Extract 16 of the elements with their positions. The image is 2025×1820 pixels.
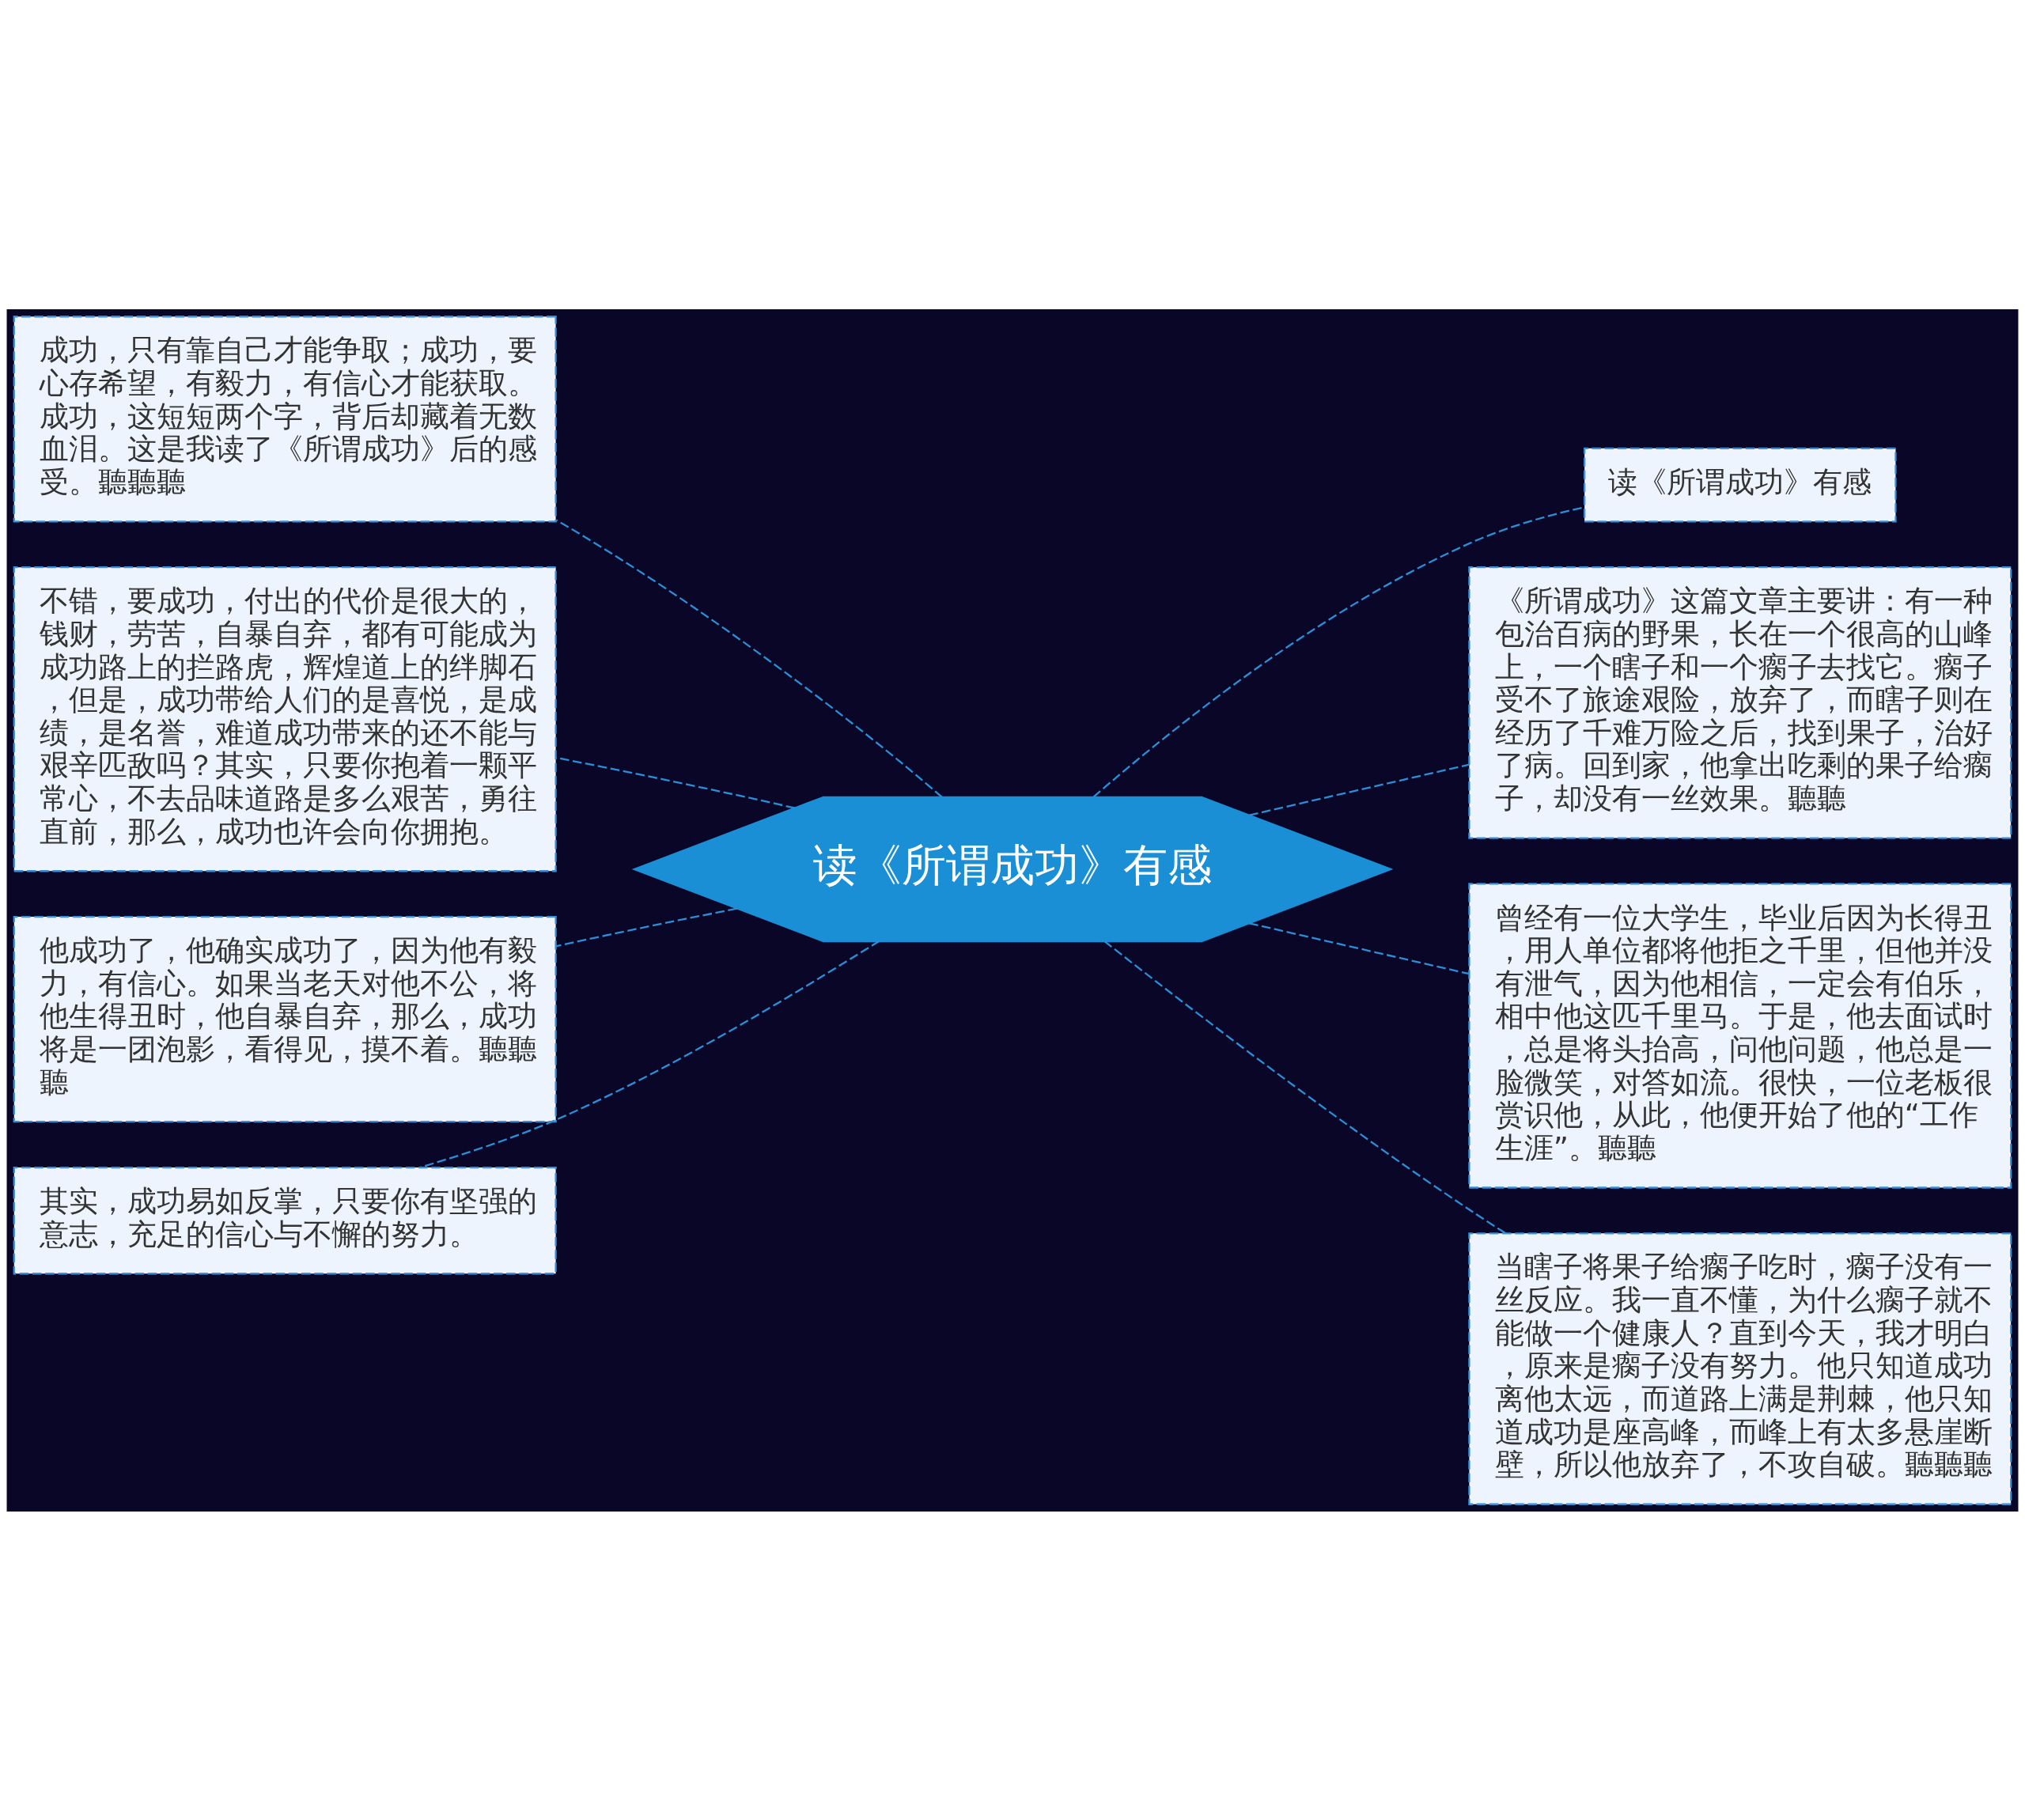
node-box: 当瞎子将果子给瘸子吃时，瘸子没有一丝反应。我一直不懂，为什么瘸子就不能做一个健康人？直到今天，我才明白，原来是瘸子没有努力。他只知道成功离他太远，而道路上满是荆棘，他只知道成功是座高峰，而峰上有太多悬崖断壁，所以他放弃了，不攻自破。聽聽聽 bbox=[1468, 1232, 2012, 1505]
connector bbox=[420, 940, 880, 1168]
node-box: 读《所谓成功》有感 bbox=[1584, 447, 1897, 523]
connector bbox=[1092, 505, 1584, 797]
node-box: 《所谓成功》这篇文章主要讲：有一种包治百病的野果，长在一个很高的山峰上，一个瞎子和一个瘸子去找它。瘸子受不了旅途艰险，放弃了，而瞎子则在经历了千难万险之后，找到果子，治好了病。回到家，他拿出吃剩的果子给瘸子，却没有一丝效果。聽聽 bbox=[1468, 566, 2012, 839]
connector bbox=[555, 519, 943, 798]
node-box: 其实，成功易如反掌，只要你有坚强的意志，充足的信心与不懈的努力。 bbox=[13, 1166, 557, 1274]
connector bbox=[555, 907, 737, 947]
node-box: 不错，要成功，付出的代价是很大的，钱财，劳苦，自暴自弃，都有可能成为成功路上的拦路虎，辉煌道上的绊脚石，但是，成功带给人们的是喜悦，是成绩，是名誉，难道成功带来的还不能与艰辛匹敌吗？其实，只要你抱着一颗平常心，不去品味道路是多么艰苦，勇往直前，那么，成功也许会向你拥抱。 bbox=[13, 566, 557, 872]
connector bbox=[1103, 940, 1506, 1234]
node-box: 成功，只有靠自己才能争取；成功，要心存希望，有毅力，有信心才能获取。成功，这短短两个字，背后却藏着无数血泪。这是我读了《所谓成功》后的感受。聽聽聽 bbox=[13, 315, 557, 523]
connector bbox=[1249, 763, 1470, 816]
node-box: 曾经有一位大学生，毕业后因为长得丑，用人单位都将他拒之千里，但他并没有泄气，因为他相信，一定会有伯乐，相中他这匹千里马。于是，他去面试时，总是将头抬高，问他问题，他总是一脸微笑，对答如流。很快，一位老板很赏识他，从此，他便开始了他的“工作生涯”。聽聽 bbox=[1468, 882, 2012, 1189]
connector bbox=[1249, 921, 1470, 974]
connector bbox=[555, 756, 796, 809]
node-box: 他成功了，他确实成功了，因为他有毅力，有信心。如果当老天对他不公，将他生得丑时，他自暴自弃，那么，成功将是一团泡影，看得见，摸不着。聽聽聽 bbox=[13, 915, 557, 1122]
